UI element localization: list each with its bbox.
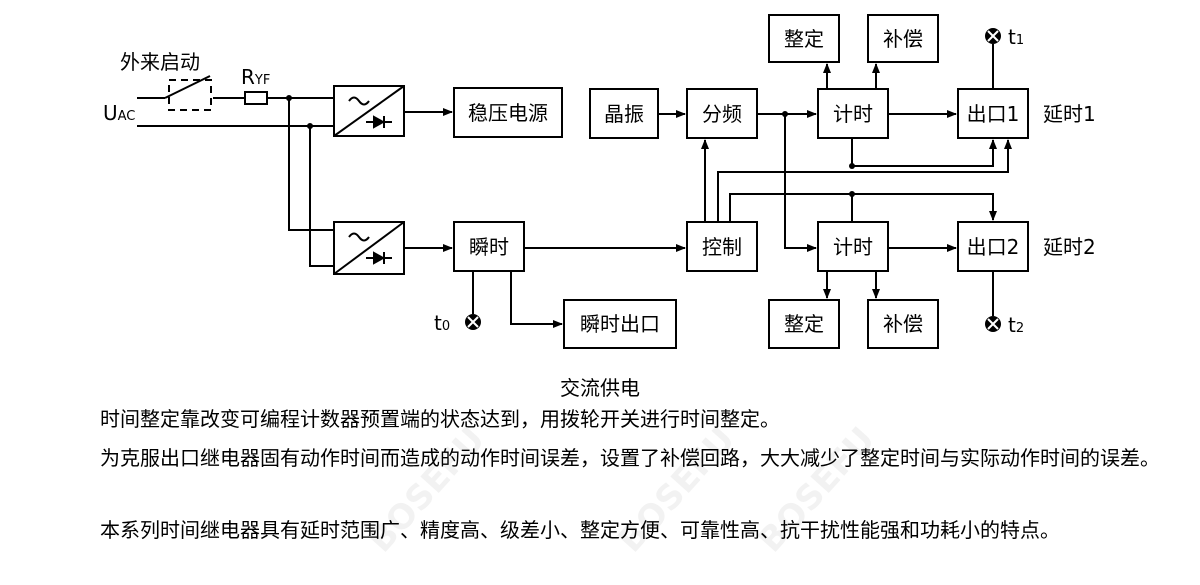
setting-bottom-block (768, 299, 840, 349)
rectifier-symbol-top (348, 96, 392, 129)
terminal-t2-icon (985, 316, 1001, 332)
regulated-power-block (453, 87, 563, 138)
label-ryf: R (241, 65, 255, 89)
paragraph-3: 本系列时间继电器具有延时范围广、精度高、级差小、整定方便、可靠性高、抗干扰性能强… (100, 518, 1060, 542)
resistor-ryf (244, 91, 268, 105)
label-instant: 瞬时 (469, 235, 509, 259)
label-delay-2: 延时2 (1043, 235, 1096, 259)
terminal-t0-icon (465, 314, 481, 330)
label-t1: t (1008, 25, 1016, 49)
setting-top-block (768, 14, 840, 63)
label-ryf-sub: YF (254, 73, 270, 88)
label-t0: t (434, 311, 442, 335)
paragraph-2: 为克服出口继电器固有动作时间而造成的动作时间误差，设置了补偿回路，大大减少了整定… (100, 446, 1160, 470)
label-uac-sub: AC (118, 109, 136, 124)
paragraph-1: 时间整定靠改变可编程计数器预置端的状态达到，用拨轮开关进行时间整定。 (100, 407, 780, 431)
label-output-2: 出口2 (967, 235, 1020, 259)
svg-text:UAC: UAC (103, 101, 135, 125)
label-uac: U (103, 101, 118, 125)
compensation-bottom-block (867, 299, 939, 349)
label-t2: t (1008, 313, 1016, 337)
label-setting-bottom: 整定 (784, 312, 824, 336)
svg-text:RYF: RYF (241, 65, 270, 89)
label-delay-1: 延时1 (1043, 102, 1096, 126)
svg-text:t2: t2 (1008, 313, 1024, 337)
external-start-switch (168, 79, 212, 111)
label-compensation-bottom: 补偿 (883, 312, 923, 336)
label-output-1: 出口1 (967, 102, 1020, 126)
block-diagram: 外来启动 RYF UAC 稳压电源 晶振 分频 计时 出口1 延时1 整定 补偿… (103, 14, 1096, 349)
label-divider: 分频 (702, 102, 742, 126)
label-t2-sub: 2 (1016, 321, 1024, 336)
instant-block (453, 221, 525, 272)
label-instant-output: 瞬时出口 (580, 312, 660, 336)
label-timer-1: 计时 (833, 102, 873, 126)
diagram-caption: 交流供电 (560, 376, 640, 400)
compensation-top-block (867, 14, 939, 63)
rectifier-symbol-bottom (348, 232, 392, 265)
label-setting-top: 整定 (784, 27, 824, 51)
instant-output-block (563, 299, 677, 349)
label-t1-sub: 1 (1016, 33, 1024, 48)
label-regulated-power: 稳压电源 (468, 101, 548, 125)
label-control: 控制 (702, 235, 742, 259)
svg-text:t1: t1 (1008, 25, 1024, 49)
label-t0-sub: 0 (442, 319, 450, 334)
label-timer-2: 计时 (833, 235, 873, 259)
control-block (686, 221, 758, 272)
label-compensation-top: 补偿 (883, 27, 923, 51)
svg-text:t0: t0 (434, 311, 450, 335)
terminal-t1-icon (985, 28, 1001, 44)
label-crystal: 晶振 (604, 102, 644, 126)
label-external-start: 外来启动 (120, 50, 200, 74)
junction-dots (286, 95, 855, 197)
